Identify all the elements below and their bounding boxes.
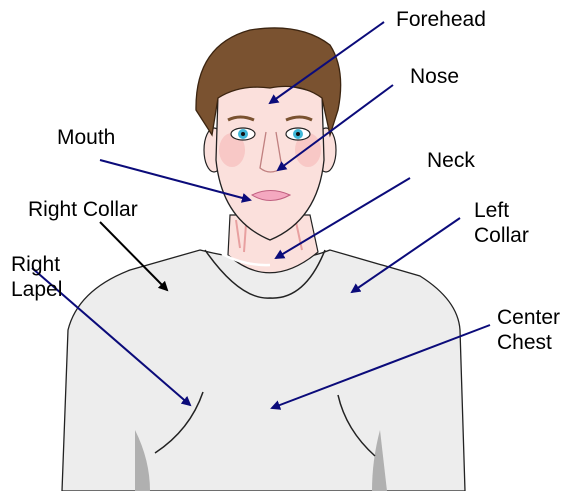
shirt xyxy=(62,250,465,491)
label-mouth: Mouth xyxy=(57,125,115,150)
label-center-chest: Center Chest xyxy=(497,305,582,355)
label-neck: Neck xyxy=(427,148,475,173)
label-forehead: Forehead xyxy=(396,7,486,32)
label-right-collar: Right Collar xyxy=(28,197,138,222)
label-nose: Nose xyxy=(410,64,459,89)
label-left-collar: Left Collar xyxy=(474,198,574,248)
label-right-lapel: Right Lapel xyxy=(11,252,91,302)
left-pupil xyxy=(296,132,300,136)
right-pupil xyxy=(241,132,245,136)
